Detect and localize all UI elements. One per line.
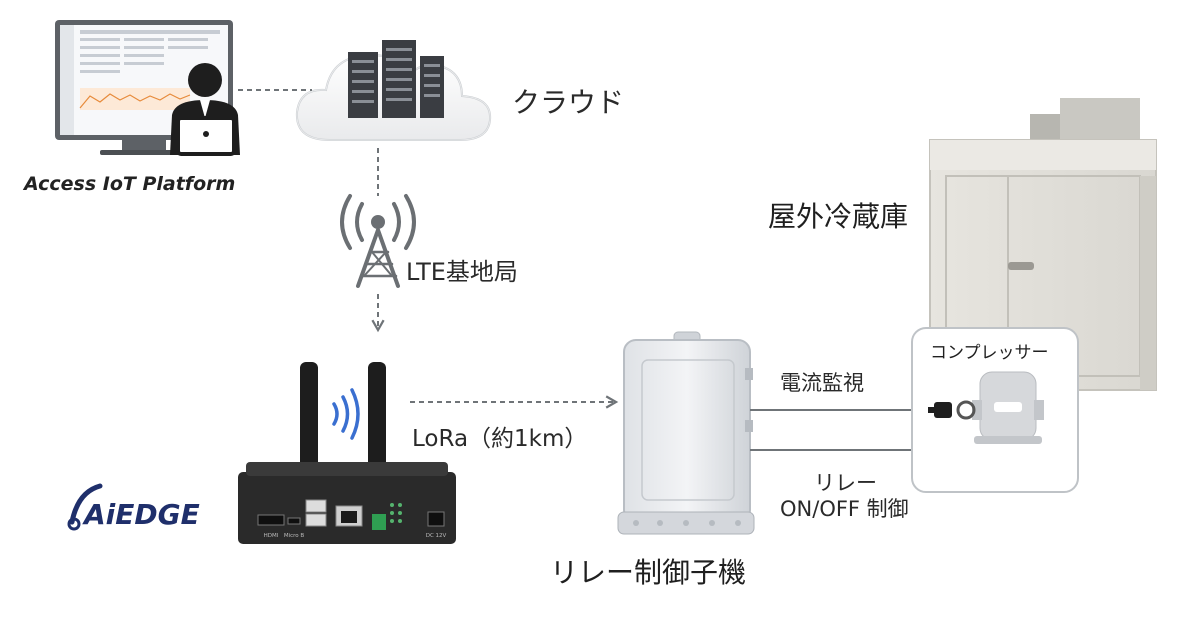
- micro-usb-port: Micro B: [284, 517, 305, 539]
- relay-unit-box: [617, 331, 755, 535]
- svg-text:DC 12V: DC 12V: [426, 533, 447, 539]
- led-indicators: [390, 503, 402, 523]
- compressor-card: コンプレッサー: [911, 327, 1079, 493]
- plug-icon: [928, 400, 976, 420]
- relay-control-label-line2: ON/OFF 制御: [780, 497, 909, 521]
- svg-text:Micro B: Micro B: [284, 533, 305, 539]
- lte-label: LTE基地局: [406, 258, 518, 286]
- dc-jack: DC 12V: [426, 511, 447, 539]
- gateway-device: HDMI Micro B DC 12V: [238, 362, 456, 544]
- radio-wave-icon: [332, 388, 360, 440]
- lora-label: LoRa（約1km）: [412, 426, 587, 452]
- fridge-label: 屋外冷蔵庫: [768, 200, 908, 233]
- relay-unit-label: リレー制御子機: [550, 556, 746, 589]
- svg-text:HDMI: HDMI: [264, 533, 279, 539]
- terminal-block: [372, 514, 386, 530]
- cloud-server-icon: [295, 40, 492, 141]
- aiedge-logo: AiEDGE: [67, 483, 200, 531]
- user-laptop-icon: [170, 63, 240, 156]
- current-monitor-label: 電流監視: [780, 371, 864, 395]
- ethernet-port: [335, 505, 363, 527]
- relay-control-label-line1: リレー: [814, 471, 877, 495]
- antenna-tower-icon: [340, 194, 416, 288]
- compressor-label: コンプレッサー: [930, 343, 1049, 363]
- platform-label: Access IoT Platform: [22, 173, 235, 195]
- hdmi-port: HDMI: [257, 514, 285, 539]
- cloud-label: クラウド: [512, 86, 624, 119]
- aiedge-logo-text: AiEDGE: [82, 498, 200, 531]
- compressor-icon: [972, 371, 1044, 444]
- usb-ports: [305, 499, 327, 527]
